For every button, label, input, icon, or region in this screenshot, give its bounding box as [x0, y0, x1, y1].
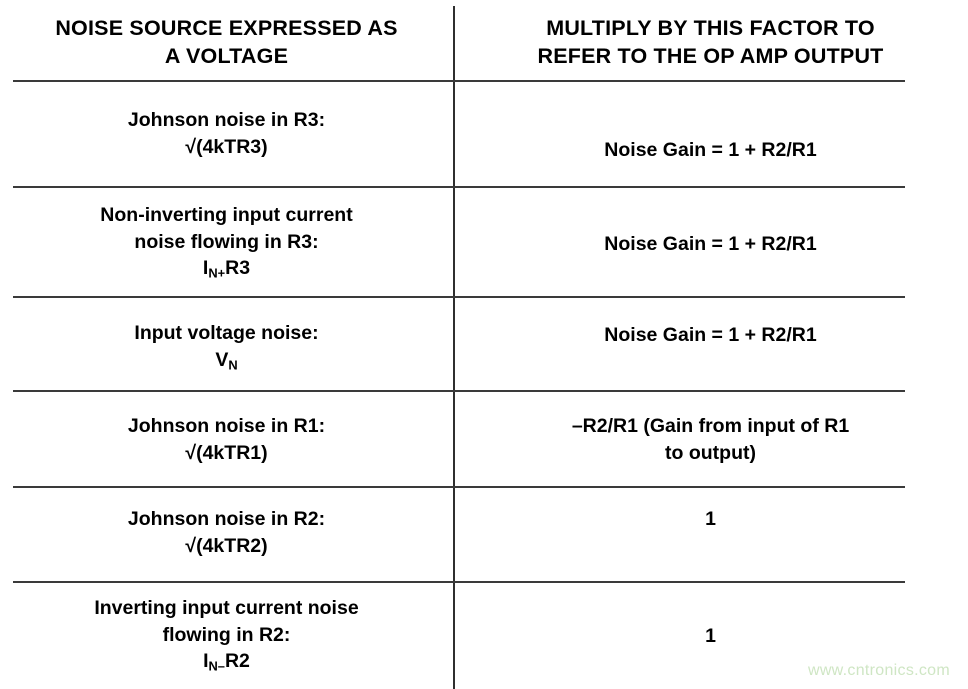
column-divider: [453, 6, 455, 689]
row5-source-cell: Johnson noise in R2: √(4kTR2): [0, 488, 453, 581]
rule-below-row1: [13, 186, 905, 188]
row6-symbol-subscript: N–: [208, 658, 225, 674]
watermark: www.cntronics.com: [807, 662, 950, 679]
table-row: Non-inverting input current noise flowin…: [0, 188, 968, 296]
table-row: Johnson noise in R3: √(4kTR3) Noise Gain…: [0, 82, 968, 186]
row6-source-line1: Inverting input current noise: [94, 597, 359, 619]
row1-source-line2: √(4kTR3): [185, 135, 268, 158]
row3-symbol-base: V: [215, 348, 229, 371]
row2-symbol-rest: R3: [225, 257, 251, 280]
row6-factor-value: 1: [705, 625, 716, 647]
row3-symbol-subscript: N: [228, 357, 238, 373]
row4-factor-line1: –R2/R1 (Gain from input of R1: [571, 415, 850, 437]
row2-source-cell: Non-inverting input current noise flowin…: [0, 188, 453, 296]
rule-below-header: [13, 80, 905, 82]
row1-source-cell: Johnson noise in R3: √(4kTR3): [0, 82, 453, 186]
rule-below-row2: [13, 296, 905, 298]
row6-source-symbol: IN–R2: [94, 648, 358, 675]
row6-source-line2: flowing in R2:: [162, 623, 291, 646]
row2-factor-cell: Noise Gain = 1 + R2/R1: [453, 188, 968, 296]
header-cell-multiply-factor: MULTIPLY BY THIS FACTOR TO REFER TO THE …: [453, 14, 968, 80]
rule-below-row4: [13, 486, 905, 488]
row1-factor-cell: Noise Gain = 1 + R2/R1: [453, 82, 968, 186]
rule-below-row5: [13, 581, 905, 583]
header-noise-source-line2: A VOLTAGE: [164, 44, 289, 69]
row6-source-cell: Inverting input current noise flowing in…: [0, 583, 453, 689]
row1-source-line1: Johnson noise in R3:: [127, 109, 326, 131]
row5-factor-cell: 1: [453, 488, 968, 581]
table-row: Johnson noise in R1: √(4kTR1) –R2/R1 (Ga…: [0, 392, 968, 486]
row3-factor-value: Noise Gain = 1 + R2/R1: [604, 324, 817, 346]
row2-source-symbol: IN+R3: [100, 255, 352, 282]
row6-factor-cell: 1: [453, 583, 968, 689]
table-row: Input voltage noise: VN Noise Gain = 1 +…: [0, 298, 968, 390]
row4-source-line1: Johnson noise in R1:: [127, 415, 326, 437]
row1-factor-value: Noise Gain = 1 + R2/R1: [604, 139, 817, 161]
table-row: Johnson noise in R2: √(4kTR2) 1: [0, 488, 968, 581]
table-header-row: NOISE SOURCE EXPRESSED AS A VOLTAGE MULT…: [0, 14, 968, 80]
row5-source-line2: √(4kTR2): [185, 534, 268, 557]
row4-source-cell: Johnson noise in R1: √(4kTR1): [0, 392, 453, 486]
row2-source-line1: Non-inverting input current: [100, 204, 353, 226]
row6-symbol-base: I: [203, 650, 209, 673]
row4-factor-line2: to output): [665, 441, 756, 464]
row6-symbol-rest: R2: [224, 650, 250, 673]
header-multiply-factor-line2: REFER TO THE OP AMP OUTPUT: [537, 44, 884, 69]
row3-factor-cell: Noise Gain = 1 + R2/R1: [453, 298, 968, 390]
row2-symbol-subscript: N+: [208, 265, 226, 281]
header-multiply-factor-line1: MULTIPLY BY THIS FACTOR TO: [546, 16, 875, 40]
row2-source-line2: noise flowing in R3:: [134, 230, 319, 253]
row4-factor-cell: –R2/R1 (Gain from input of R1 to output): [453, 392, 968, 486]
row5-factor-value: 1: [705, 508, 716, 530]
rule-below-row3: [13, 390, 905, 392]
row5-source-line1: Johnson noise in R2:: [127, 508, 326, 530]
row3-source-symbol: VN: [134, 347, 318, 374]
row4-source-line2: √(4kTR1): [185, 441, 268, 464]
header-noise-source-line1: NOISE SOURCE EXPRESSED AS: [55, 16, 398, 40]
row3-source-cell: Input voltage noise: VN: [0, 298, 453, 390]
row3-source-line1: Input voltage noise:: [134, 322, 319, 344]
row2-factor-value: Noise Gain = 1 + R2/R1: [604, 233, 817, 255]
table-row: Inverting input current noise flowing in…: [0, 583, 968, 689]
header-cell-noise-source: NOISE SOURCE EXPRESSED AS A VOLTAGE: [0, 14, 453, 80]
row2-symbol-base: I: [202, 257, 209, 280]
